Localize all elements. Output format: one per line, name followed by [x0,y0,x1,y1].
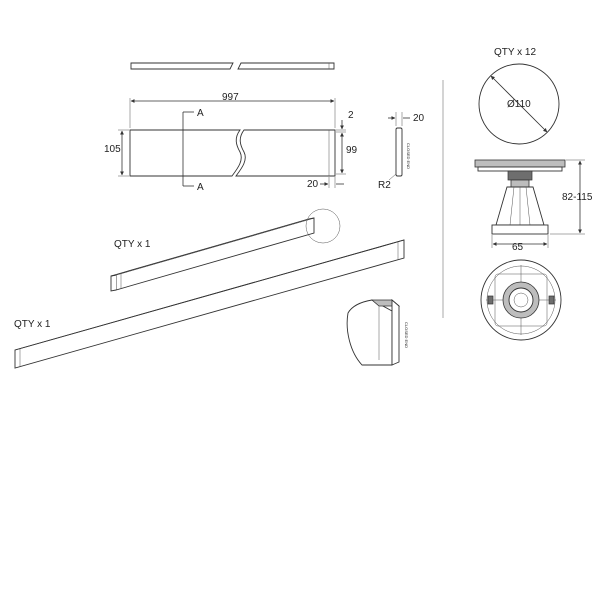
length-dimension: 997 [222,92,239,103]
end-cap-thickness-dimension: 20 [413,113,425,124]
leg-height-range-dimension: 82-115 [562,192,593,203]
leg-top-view: QTY x 12 Ø110 [478,47,560,145]
leg-side-view: 82-115 65 [474,159,593,253]
end-cap-detail: 20 R2 CLOSED END [378,112,425,191]
leg-underside-view [480,259,562,341]
leg-base-width-dimension: 65 [512,242,524,253]
closed-end-iso-label: CLOSED END [404,322,409,348]
leg-qty-label: QTY x 12 [494,47,536,58]
section-marker-top: A [197,108,204,119]
short-plinth: QTY x 1 [110,208,341,292]
closed-end-iso: CLOSED END [346,299,409,366]
leg-diameter-dimension: Ø110 [507,99,531,110]
height-dimension: 105 [104,144,121,155]
closed-end-label: CLOSED END [406,143,411,169]
plinth-elevation: A A 997 105 2 99 20 [104,92,358,193]
short-plinth-qty-label: QTY x 1 [114,239,151,250]
plinth-top-view [130,62,335,70]
end-offset-dimension: 20 [307,179,319,190]
section-marker-bottom: A [197,182,204,193]
long-plinth-qty-label: QTY x 1 [14,319,51,330]
inner-height-dimension: 99 [346,145,358,156]
end-cap-radius-dimension: R2 [378,180,391,191]
top-offset-dimension: 2 [348,110,354,121]
long-plinth: QTY x 1 [14,239,405,369]
